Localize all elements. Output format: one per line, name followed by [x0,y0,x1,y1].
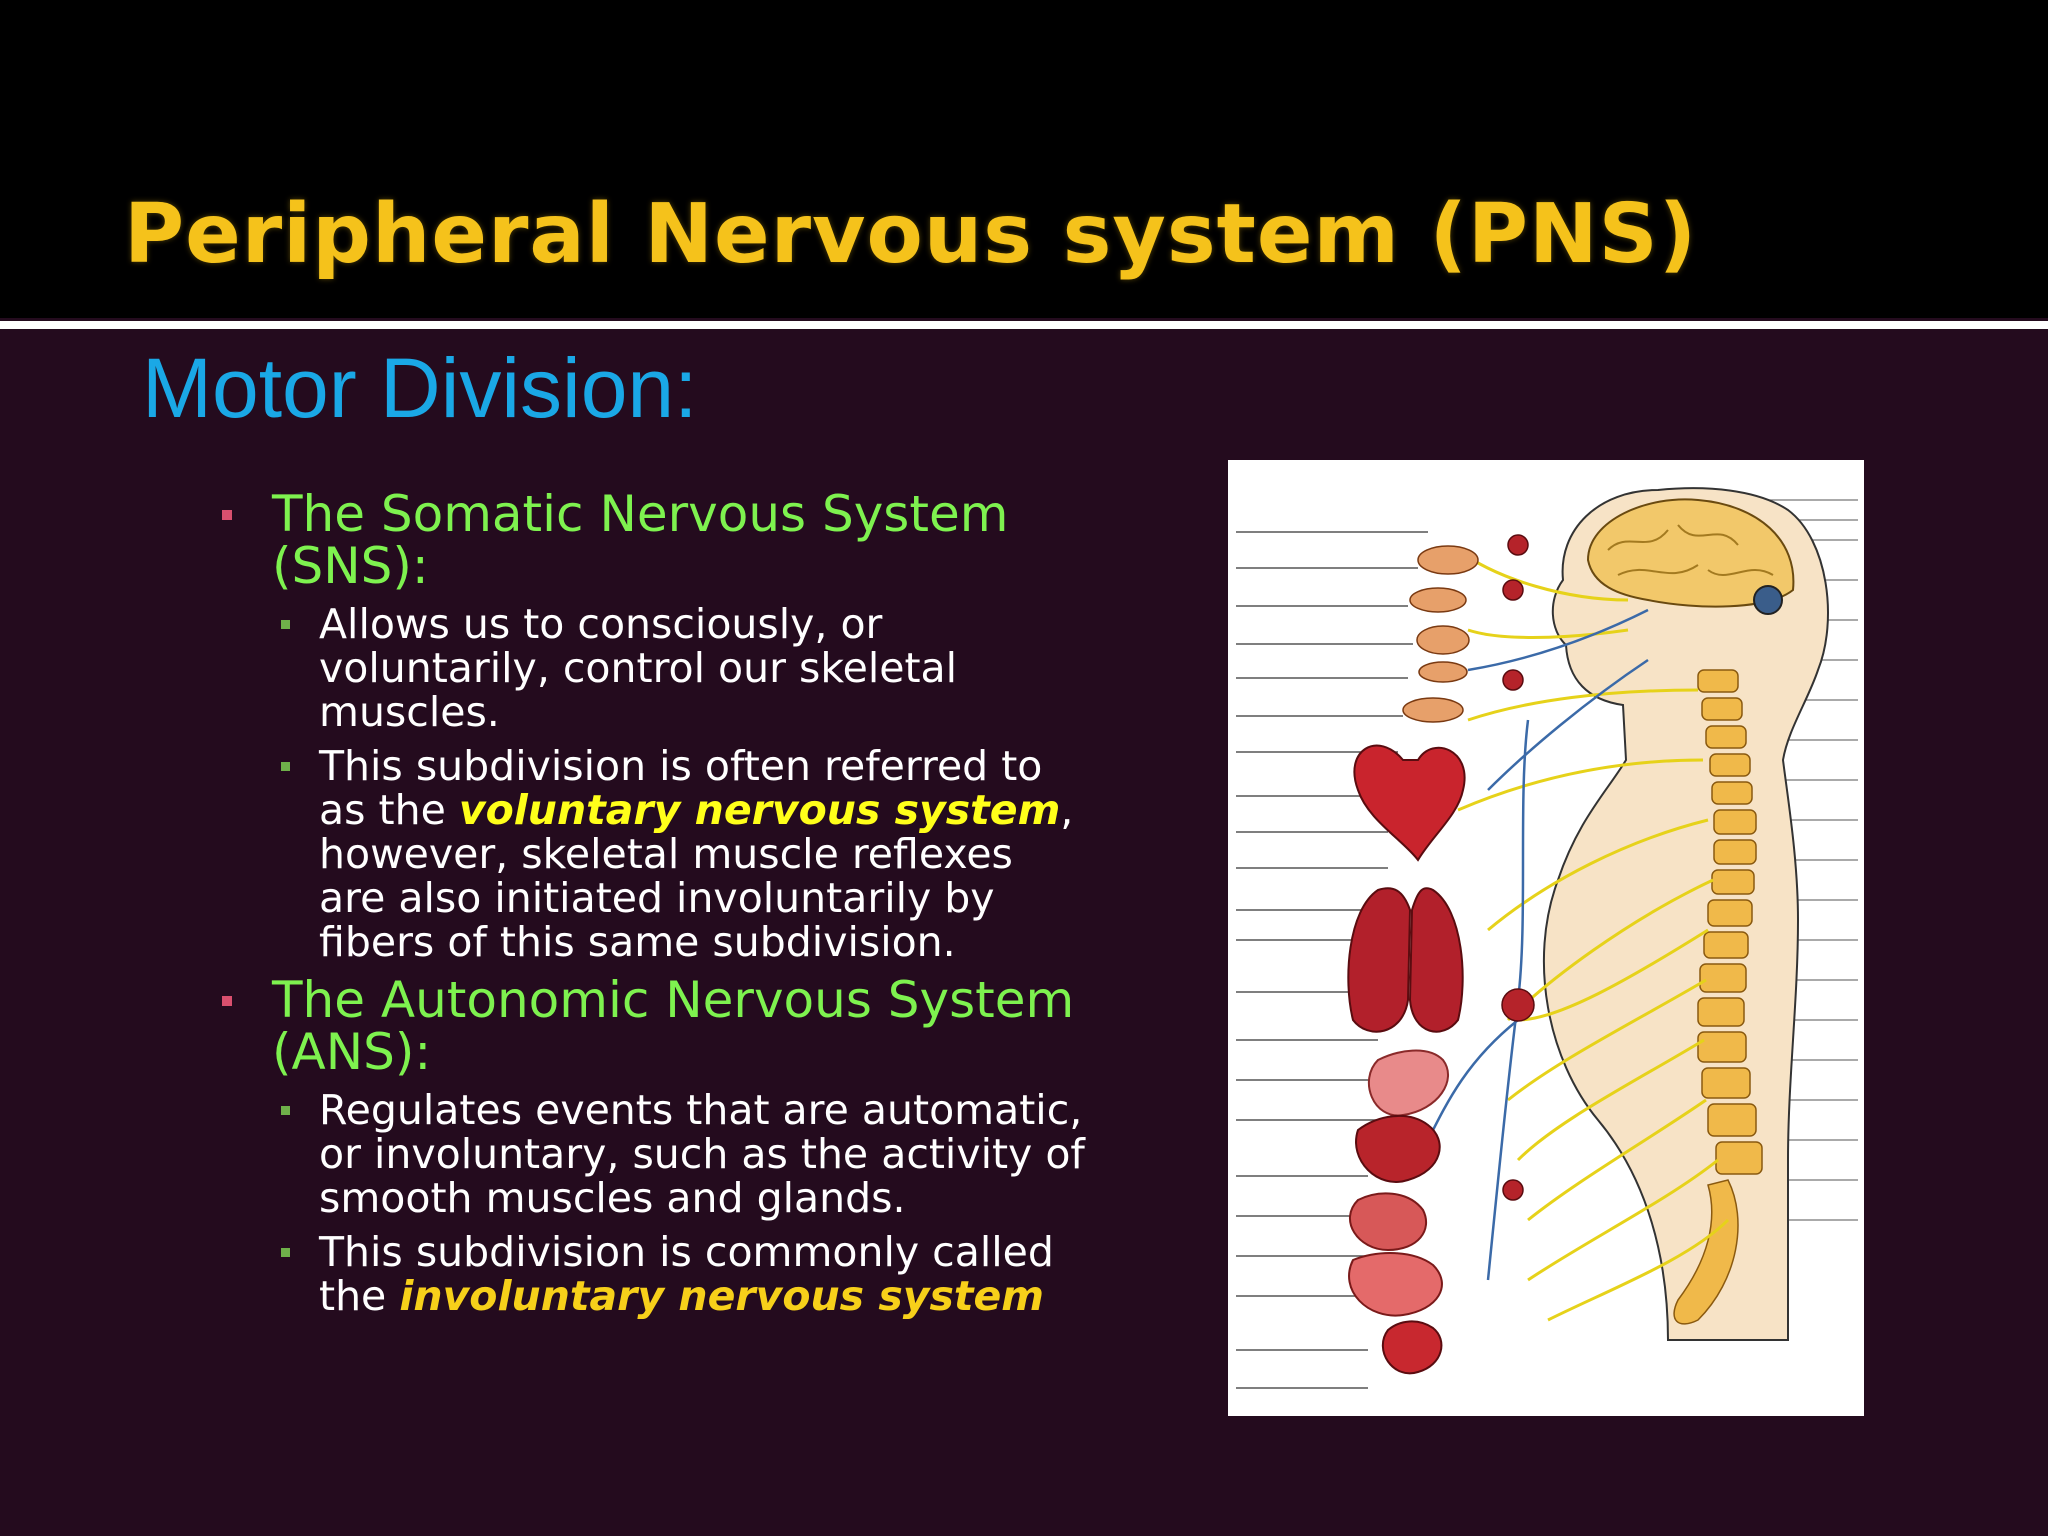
square-bullet-icon [281,620,290,629]
square-bullet-icon [222,510,232,520]
square-bullet-icon [281,1106,290,1115]
square-bullet-icon [222,996,232,1006]
title-divider [0,321,2048,329]
nervous-system-anatomy-icon [1236,487,1858,1389]
bullet-list: The Somatic Nervous System (SNS): Allows… [218,488,1088,1328]
title-band [0,0,2048,318]
list-item: This subdivision is commonly called the … [218,1230,1088,1318]
nervous-system-illustration [1228,460,1864,1416]
list-item-text-before: This subdivision is commonly called the [319,1228,1054,1320]
list-item-text: Regulates events that are automatic, or … [319,1086,1085,1222]
list-item-text-before: This subdivision is often referred to as… [319,742,1043,834]
list-item-emphasis: voluntary nervous system [458,786,1061,834]
slide-title: Peripheral Nervous system (PNS) [124,187,1698,282]
list-item: Regulates events that are automatic, or … [218,1088,1088,1220]
list-item-text-after: , however, skeletal muscle reflexes are … [319,786,1074,966]
list-item: This subdivision is often referred to as… [218,744,1088,964]
square-bullet-icon [281,762,290,771]
square-bullet-icon [281,1248,290,1257]
list-item: Allows us to consciously, or voluntarily… [218,602,1088,734]
section-heading-label: The Somatic Nervous System (SNS): [272,485,1009,595]
section-heading-ans: The Autonomic Nervous System (ANS): [218,974,1088,1078]
list-item-emphasis: involuntary nervous system [399,1272,1045,1320]
section-heading-sns: The Somatic Nervous System (SNS): [218,488,1088,592]
section-heading-label: The Autonomic Nervous System (ANS): [272,971,1075,1081]
slide-subtitle: Motor Division: [142,341,698,435]
list-item-text: Allows us to consciously, or voluntarily… [319,600,958,736]
